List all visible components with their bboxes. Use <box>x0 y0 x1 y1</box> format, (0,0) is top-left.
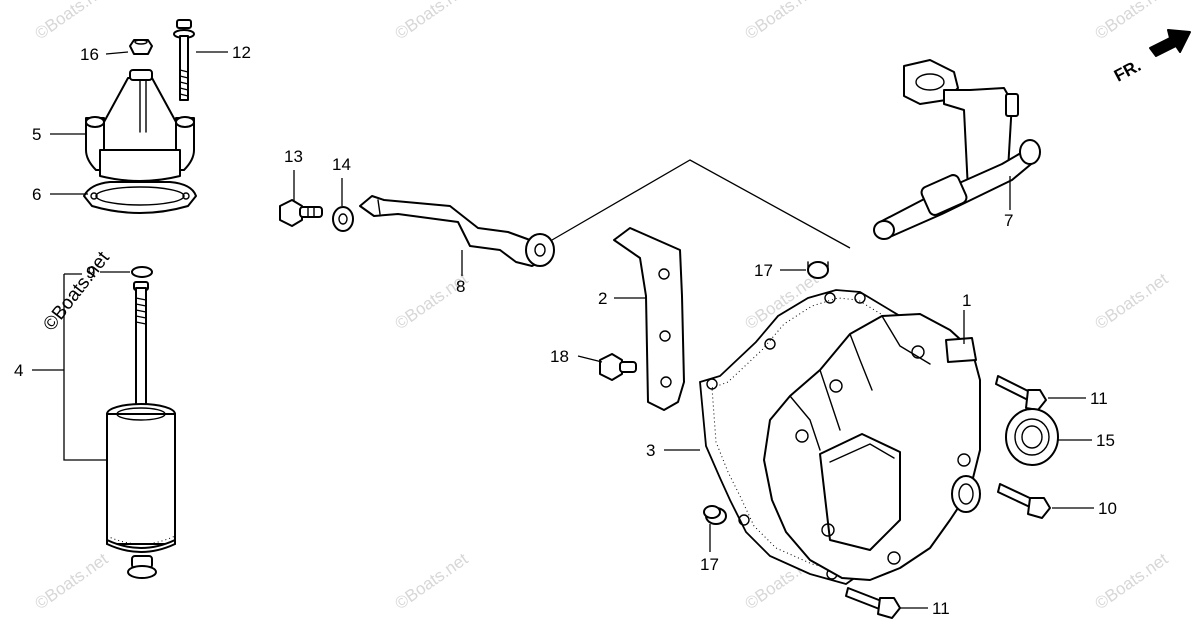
callout-14: 14 <box>332 155 351 174</box>
front-label: FR. <box>1111 56 1144 86</box>
callout-labels: 1 2 3 4 5 6 7 8 9 10 11 11 12 13 14 15 1… <box>14 43 1117 618</box>
lever-arm <box>359 195 555 267</box>
watermark: ©Boats.net <box>1091 549 1171 613</box>
mount-assembly <box>83 19 197 214</box>
bracket <box>613 227 685 411</box>
front-direction-arrow-icon: FR. <box>1111 29 1191 86</box>
callout-13: 13 <box>284 147 303 166</box>
callout-4: 4 <box>14 361 23 380</box>
callout-12: 12 <box>232 43 251 62</box>
watermark: ©Boats.net <box>1091 269 1171 333</box>
callout-6: 6 <box>32 185 41 204</box>
callout-11-lower: 11 <box>932 599 950 618</box>
watermark: ©Boats.net <box>31 549 111 613</box>
callout-8: 8 <box>456 277 465 296</box>
callout-1: 1 <box>962 291 971 310</box>
callout-11-upper: 11 <box>1090 389 1108 408</box>
callout-16: 16 <box>80 45 99 64</box>
watermark: ©Boats.net <box>391 0 471 43</box>
callout-17-lower: 17 <box>700 555 719 574</box>
damper-assembly <box>106 266 176 579</box>
callout-15: 15 <box>1096 431 1115 450</box>
cover-bolts-seal <box>845 375 1059 619</box>
callout-7: 7 <box>1004 211 1013 230</box>
callout-2: 2 <box>598 289 607 308</box>
watermark-dark: ©Boats.net <box>39 247 114 335</box>
gear-case-cover <box>763 313 981 581</box>
linkage-line <box>551 159 851 249</box>
callout-10: 10 <box>1098 499 1117 518</box>
shift-shaft <box>873 59 1041 240</box>
watermark: ©Boats.net <box>741 0 821 43</box>
callout-9: 9 <box>86 263 95 282</box>
bolt-washer <box>279 199 354 232</box>
callout-3: 3 <box>646 441 655 460</box>
leader-lines <box>32 51 1094 609</box>
callout-5: 5 <box>32 125 41 144</box>
watermark: ©Boats.net <box>1091 0 1171 43</box>
dowel-pins <box>703 261 829 525</box>
watermark: ©Boats.net <box>31 0 111 43</box>
callout-17-upper: 17 <box>754 261 773 280</box>
small-bolt <box>599 353 637 381</box>
callout-18: 18 <box>550 347 569 366</box>
watermark: ©Boats.net <box>391 549 471 613</box>
